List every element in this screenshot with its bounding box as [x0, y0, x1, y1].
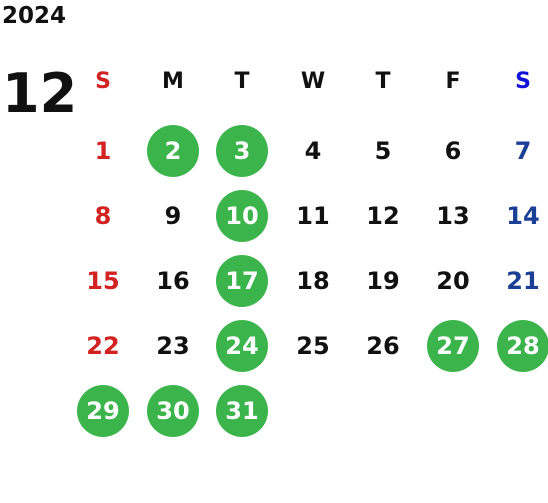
- day-8[interactable]: 8: [94, 202, 112, 230]
- weekday-header-mon: M: [162, 68, 184, 94]
- day-18[interactable]: 18: [296, 267, 330, 295]
- day-31[interactable]: 31: [216, 385, 268, 437]
- day-13[interactable]: 13: [436, 202, 470, 230]
- day-29[interactable]: 29: [77, 385, 129, 437]
- day-4[interactable]: 4: [304, 137, 322, 165]
- year-label: 2024: [2, 3, 67, 29]
- day-1[interactable]: 1: [94, 137, 112, 165]
- month-label: 12: [2, 62, 78, 125]
- weekday-header-sat: S: [515, 68, 531, 94]
- day-14[interactable]: 14: [506, 202, 540, 230]
- day-9[interactable]: 9: [164, 202, 182, 230]
- day-5[interactable]: 5: [374, 137, 392, 165]
- day-19[interactable]: 19: [366, 267, 400, 295]
- day-30[interactable]: 30: [147, 385, 199, 437]
- day-28[interactable]: 28: [497, 320, 548, 372]
- day-21[interactable]: 21: [506, 267, 540, 295]
- day-22[interactable]: 22: [86, 332, 120, 360]
- day-24[interactable]: 24: [216, 320, 268, 372]
- day-10[interactable]: 10: [216, 190, 268, 242]
- day-6[interactable]: 6: [444, 137, 462, 165]
- day-20[interactable]: 20: [436, 267, 470, 295]
- day-27[interactable]: 27: [427, 320, 479, 372]
- weekday-header-wed: W: [300, 68, 326, 94]
- weekday-header-sun: S: [95, 68, 111, 94]
- weekday-header-tue: T: [234, 68, 250, 94]
- day-11[interactable]: 11: [296, 202, 330, 230]
- day-7[interactable]: 7: [514, 137, 532, 165]
- day-16[interactable]: 16: [156, 267, 190, 295]
- day-3[interactable]: 3: [216, 125, 268, 177]
- day-26[interactable]: 26: [366, 332, 400, 360]
- weekday-header-fri: F: [445, 68, 461, 94]
- day-25[interactable]: 25: [296, 332, 330, 360]
- day-23[interactable]: 23: [156, 332, 190, 360]
- day-15[interactable]: 15: [86, 267, 120, 295]
- day-12[interactable]: 12: [366, 202, 400, 230]
- day-17[interactable]: 17: [216, 255, 268, 307]
- weekday-header-thu: T: [375, 68, 391, 94]
- day-2[interactable]: 2: [147, 125, 199, 177]
